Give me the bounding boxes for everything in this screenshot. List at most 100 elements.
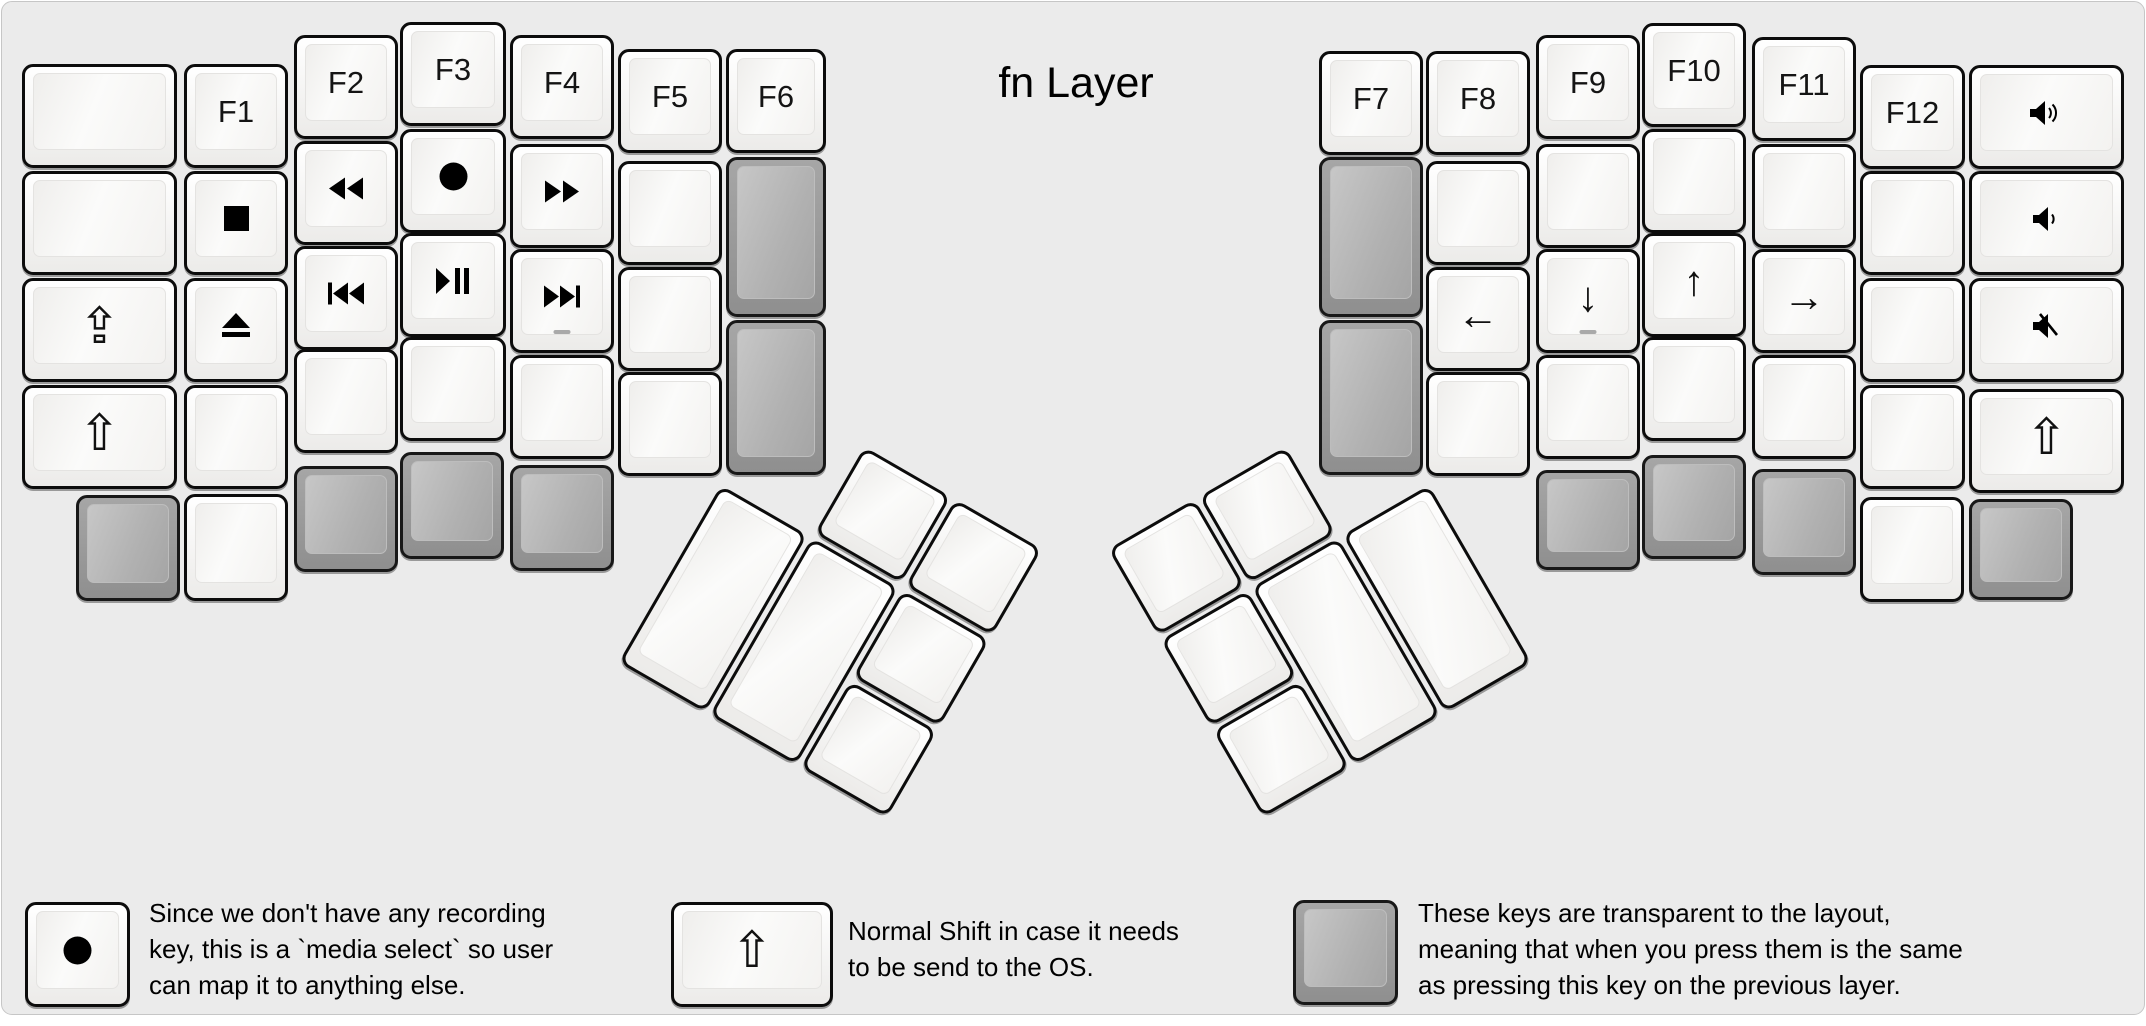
key-blank-right-10 [1860, 278, 1965, 382]
key-label: F2 [327, 65, 365, 100]
key-blank-left-8 [184, 494, 288, 601]
key-volume-up [1969, 65, 2124, 169]
key-transparent-right-5 [1752, 469, 1856, 575]
key-f5: F5 [618, 49, 722, 153]
arrow-right-icon: → [1783, 272, 1825, 320]
key-caps-lock: ⇪ [22, 278, 177, 382]
key-transparent-right-4 [1642, 455, 1746, 559]
keytop [411, 461, 493, 541]
key-blank-left-4 [510, 355, 614, 459]
record-icon [438, 161, 469, 192]
key-label: F9 [1569, 65, 1607, 100]
keytop [818, 694, 923, 797]
key-transparent-right-1 [1319, 157, 1423, 317]
key-f1: F1 [184, 64, 288, 168]
keytop [521, 364, 603, 441]
arrow-down-icon: ↓ [1577, 272, 1599, 320]
keytop: F3 [411, 31, 495, 108]
stop-icon [223, 205, 250, 232]
key-volume-down [1969, 171, 2124, 275]
keytop [33, 180, 166, 257]
caps-lock-icon: ⇪ [78, 297, 121, 354]
keytop [521, 474, 603, 553]
key-label: F1 [217, 94, 255, 129]
keytop [1980, 180, 2113, 257]
keytop [1547, 364, 1629, 441]
homing-bar [1579, 330, 1597, 334]
key-blank-right-11 [1860, 385, 1965, 489]
key-blank-right-1 [1426, 161, 1530, 265]
keytop: ⇧ [33, 394, 166, 471]
keytop [1653, 138, 1735, 215]
key-f2: F2 [294, 35, 398, 139]
key-transparent-left-4 [294, 466, 398, 572]
keytop [1304, 909, 1387, 987]
arrow-up-icon: ↑ [1683, 256, 1705, 304]
keytop [36, 911, 119, 989]
keytop [305, 255, 387, 332]
keytop [1653, 464, 1735, 541]
key-legend-shift: ⇧ [671, 902, 833, 1007]
key-f10: F10 [1642, 23, 1746, 127]
keytop [305, 358, 387, 435]
play-pause-icon [435, 267, 471, 295]
keytop: F12 [1871, 74, 1954, 151]
key-rewind [294, 141, 398, 245]
record-icon [62, 935, 93, 966]
key-prev-track [294, 246, 398, 350]
keytop [1547, 479, 1629, 552]
layer-title: fn Layer [998, 59, 1154, 107]
keytop: F8 [1437, 60, 1519, 137]
key-transparent-left-6 [510, 465, 614, 571]
key-next-track [510, 249, 614, 353]
key-play-pause [400, 233, 506, 337]
keytop [1980, 74, 2113, 151]
keytop [521, 153, 603, 230]
keytop [305, 475, 387, 554]
keytop: ⇧ [682, 911, 822, 989]
keytop [1437, 170, 1519, 247]
key-arrow-right: → [1752, 249, 1856, 353]
legend-note-shift: Normal Shift in case it needs to be send… [848, 916, 1179, 982]
key-shift-left: ⇧ [22, 385, 177, 489]
legend-note-transparent: These keys are transparent to the layout… [1418, 898, 1963, 1000]
key-transparent-right-6 [1969, 499, 2073, 600]
key-legend-transparent [1293, 900, 1398, 1005]
key-shift-right: ⇧ [1969, 389, 2124, 493]
key-blank-left-7 [618, 372, 722, 476]
next-track-icon [543, 284, 581, 309]
prev-track-icon [327, 281, 365, 306]
keytop: → [1763, 258, 1845, 335]
eject-icon [220, 312, 252, 339]
key-f12: F12 [1860, 65, 1965, 169]
keytop [1763, 364, 1845, 441]
keytop: ↑ [1653, 242, 1735, 319]
key-record [400, 129, 506, 233]
keytop [87, 504, 169, 583]
keytop: F7 [1330, 60, 1412, 137]
keytop [1871, 394, 1954, 471]
key-transparent-right-2 [1319, 320, 1423, 475]
key-f8: F8 [1426, 51, 1530, 155]
key-blank-right-12 [1860, 497, 1964, 602]
keytop [33, 73, 166, 150]
keytop [1980, 287, 2113, 364]
key-label: F6 [757, 79, 795, 114]
key-transparent-left-1 [726, 157, 826, 317]
keytop [411, 346, 495, 423]
legend-note-record: Since we don't have any recording key, t… [149, 898, 554, 1000]
keytop [629, 276, 711, 353]
keytop [1871, 287, 1954, 364]
keytop [411, 242, 495, 319]
keytop [1122, 512, 1227, 615]
key-f4: F4 [510, 35, 614, 139]
fast-forward-icon [544, 179, 580, 204]
mute-icon [2029, 312, 2065, 340]
keytop [1871, 506, 1953, 584]
keytop [1763, 153, 1845, 230]
key-transparent-left-3 [76, 495, 180, 601]
keytop [1547, 153, 1629, 230]
key-transparent-left-5 [400, 452, 504, 559]
keytop: F10 [1653, 32, 1735, 109]
